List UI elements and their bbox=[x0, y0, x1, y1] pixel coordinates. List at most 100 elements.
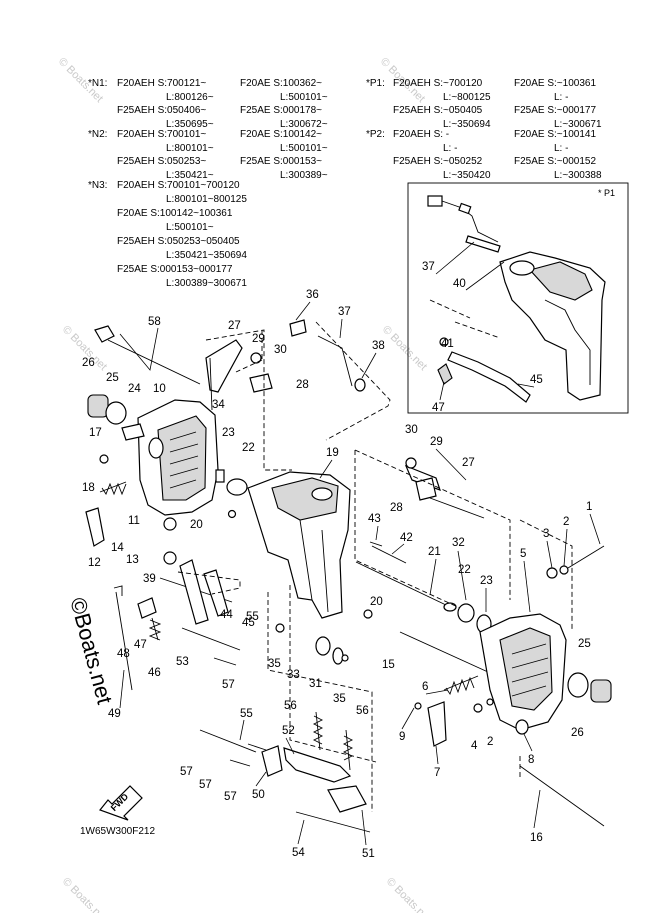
leader-19 bbox=[319, 459, 333, 479]
rod-58-head bbox=[94, 325, 115, 343]
part-number-label: 7 bbox=[434, 767, 440, 779]
guide-2 bbox=[205, 329, 292, 471]
part-number-label: 10 bbox=[153, 383, 166, 395]
note-text: L:500101~ bbox=[166, 222, 214, 233]
washer-2-top bbox=[559, 565, 569, 575]
note-text: F25AEH S:050406~ bbox=[117, 105, 206, 116]
leader-54 bbox=[297, 819, 305, 845]
bracket-right bbox=[414, 545, 612, 827]
lever-50 bbox=[261, 745, 283, 777]
washer-23-left bbox=[215, 469, 225, 483]
guide-7 bbox=[267, 592, 373, 812]
part-number-label: 26 bbox=[571, 727, 584, 739]
lever-44 bbox=[179, 559, 209, 625]
washer-3 bbox=[546, 567, 558, 579]
shaft-21 bbox=[355, 561, 447, 606]
part-number-label: 49 bbox=[108, 708, 121, 720]
rod-49-hook bbox=[113, 585, 123, 596]
grease-nipple-20 bbox=[227, 509, 237, 519]
pin-53 bbox=[181, 627, 241, 651]
fwd-arrow: FWD bbox=[99, 785, 143, 821]
part-number-label: 55 bbox=[246, 611, 259, 623]
part-number-label: 43 bbox=[368, 513, 381, 525]
part-number-label: 37 bbox=[422, 261, 435, 273]
leader-45-inset bbox=[517, 383, 535, 388]
part-number-label: 47 bbox=[134, 639, 147, 651]
drawing-code: 1W65W300F212 bbox=[80, 826, 155, 837]
leader-58 bbox=[119, 327, 159, 371]
leader-3 bbox=[546, 540, 553, 569]
inset-lever bbox=[447, 351, 531, 403]
leader-28 bbox=[435, 448, 467, 481]
part-number-label: 8 bbox=[528, 754, 534, 766]
note-text: F20AE S:100142~100361 bbox=[117, 208, 233, 219]
plate-51 bbox=[327, 785, 367, 813]
note-text: F20AE S:~100361 bbox=[514, 78, 596, 89]
rod-49 bbox=[115, 591, 133, 691]
part-number-label: 57 bbox=[199, 779, 212, 791]
note-text: F25AEH S:050253~ bbox=[117, 156, 206, 167]
guide-9 bbox=[177, 571, 241, 595]
note-text: L:350695~ bbox=[166, 119, 214, 130]
part-number-label: 2 bbox=[487, 736, 493, 748]
note-n3-tag: *N3: bbox=[88, 180, 107, 191]
part-number-label: 27 bbox=[462, 457, 475, 469]
part-number-label: 46 bbox=[148, 667, 161, 679]
clip-47 bbox=[137, 597, 157, 619]
bolt-16 bbox=[519, 765, 605, 827]
spring-56-left-coil bbox=[312, 715, 324, 745]
part-number-label: 47 bbox=[432, 402, 445, 414]
leader-40 bbox=[465, 261, 505, 291]
note-n3: *N3: F20AEH S:700101~700120 L:800101~800… bbox=[88, 180, 247, 289]
pin-55 bbox=[199, 729, 257, 753]
bracket-left bbox=[85, 394, 225, 547]
pin-9 bbox=[414, 702, 422, 710]
inset-label: * P1 bbox=[598, 188, 615, 198]
note-n2: *N2: F20AEH S:700101~ F20AE S:100142~ L:… bbox=[88, 129, 328, 181]
inset-connector bbox=[427, 195, 443, 207]
shaft-21-end bbox=[443, 602, 457, 612]
note-text: F20AEH S:~700120 bbox=[393, 78, 483, 89]
rod-58-shaft bbox=[107, 339, 201, 385]
part-number-label: 50 bbox=[252, 789, 265, 801]
collar-13 bbox=[163, 517, 177, 531]
lever-27-left bbox=[205, 339, 243, 393]
inset-clip-47 bbox=[437, 363, 453, 385]
leader-22r bbox=[457, 550, 467, 601]
inset-edge bbox=[544, 299, 591, 385]
part-number-label: 14 bbox=[111, 542, 124, 554]
bushing-25-right bbox=[567, 672, 589, 698]
collar-8 bbox=[515, 719, 529, 735]
bolt-32 bbox=[429, 497, 485, 519]
inset-border bbox=[407, 182, 629, 414]
part-number-label: 44 bbox=[220, 609, 233, 621]
bracket-left-hole bbox=[148, 437, 164, 459]
note-text: F25AE S:000178~ bbox=[240, 105, 322, 116]
note-text: L:~300671 bbox=[554, 119, 602, 130]
clip-35-left bbox=[275, 623, 285, 633]
lever-7 bbox=[427, 701, 447, 747]
pin-34 bbox=[209, 357, 213, 411]
note-text: L:~350420 bbox=[443, 170, 491, 181]
part-number-label: 20 bbox=[190, 519, 203, 531]
leader-51 bbox=[361, 809, 367, 846]
note-text: L: - bbox=[443, 143, 457, 154]
note-text: L:~300388 bbox=[554, 170, 602, 181]
part-number-label: 48 bbox=[117, 648, 130, 660]
note-n2-tag: *N2: bbox=[88, 129, 107, 140]
part-number-label: 52 bbox=[282, 725, 295, 737]
leader-52 bbox=[285, 737, 295, 755]
part-number-label: 32 bbox=[452, 537, 465, 549]
lower-left-parts bbox=[113, 551, 241, 691]
guide-4 bbox=[354, 449, 511, 600]
nut-29-left bbox=[250, 352, 262, 364]
inset-clip bbox=[458, 202, 472, 215]
note-p2-tag: *P2: bbox=[366, 129, 385, 140]
part-number-label: 22 bbox=[242, 442, 255, 454]
part-number-label: 29 bbox=[430, 436, 443, 448]
part-number-label: 25 bbox=[106, 372, 119, 384]
nut-30-right bbox=[405, 457, 417, 469]
part-number-label: 38 bbox=[372, 340, 385, 352]
part-number-label: 11 bbox=[128, 515, 140, 527]
